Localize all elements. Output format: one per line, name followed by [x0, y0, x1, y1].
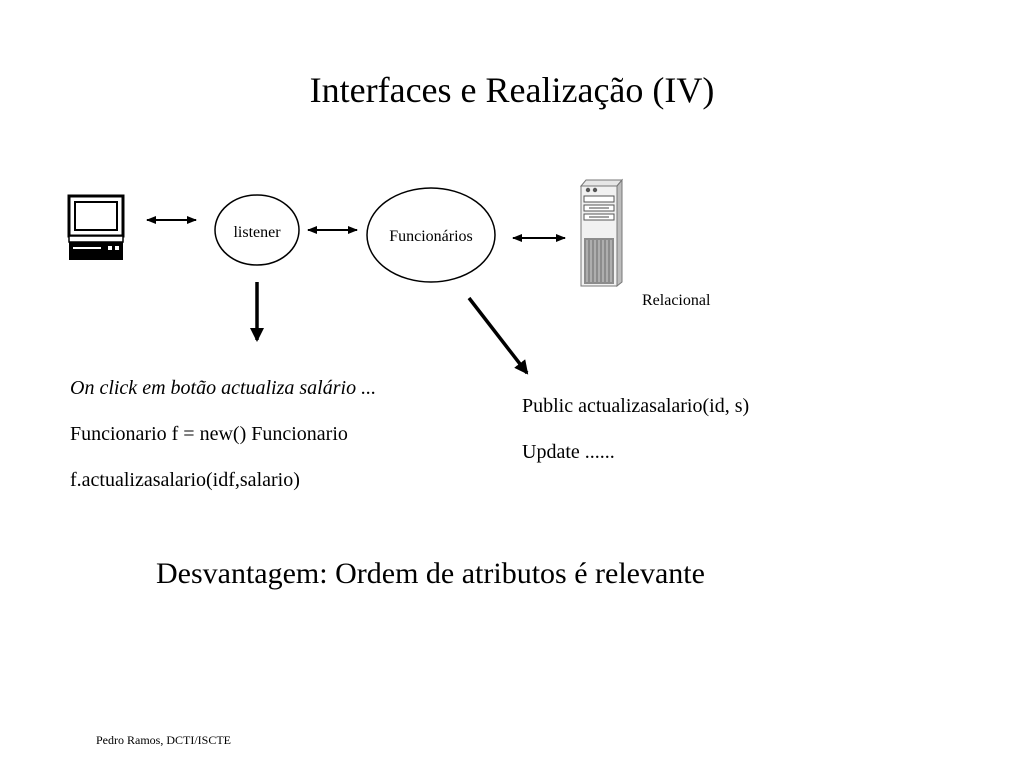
slide-title: Interfaces e Realização (IV) [309, 70, 715, 110]
client-code-line: f.actualizasalario(idf,salario) [70, 469, 300, 491]
client-code-line: On click em botão actualiza salário ... [70, 377, 377, 399]
disadvantage-text: Desvantagem: Ordem de atributos é releva… [156, 557, 705, 590]
server-label: Relacional [642, 292, 711, 309]
server-code-block: Public actualizasalario(id, s) Update ..… [522, 395, 749, 487]
server-code-line: Public actualizasalario(id, s) [522, 395, 750, 417]
funcionarios-node: Funcionários [366, 187, 496, 283]
funcionarios-down-arrow [467, 296, 529, 375]
server-code-line: Update ...... [522, 441, 615, 463]
client-code-line: Funcionario f = new() Funcionario [70, 423, 348, 445]
tower-server-icon [579, 178, 624, 288]
listener-node: listener [214, 194, 300, 266]
listener-label: listener [233, 224, 281, 241]
client-code-block: On click em botão actualiza salário ... … [70, 377, 376, 515]
footer-author: Pedro Ramos, DCTI/ISCTE [96, 733, 231, 747]
funcionarios-label: Funcionários [389, 228, 473, 245]
computer-monitor-icon [67, 194, 125, 260]
